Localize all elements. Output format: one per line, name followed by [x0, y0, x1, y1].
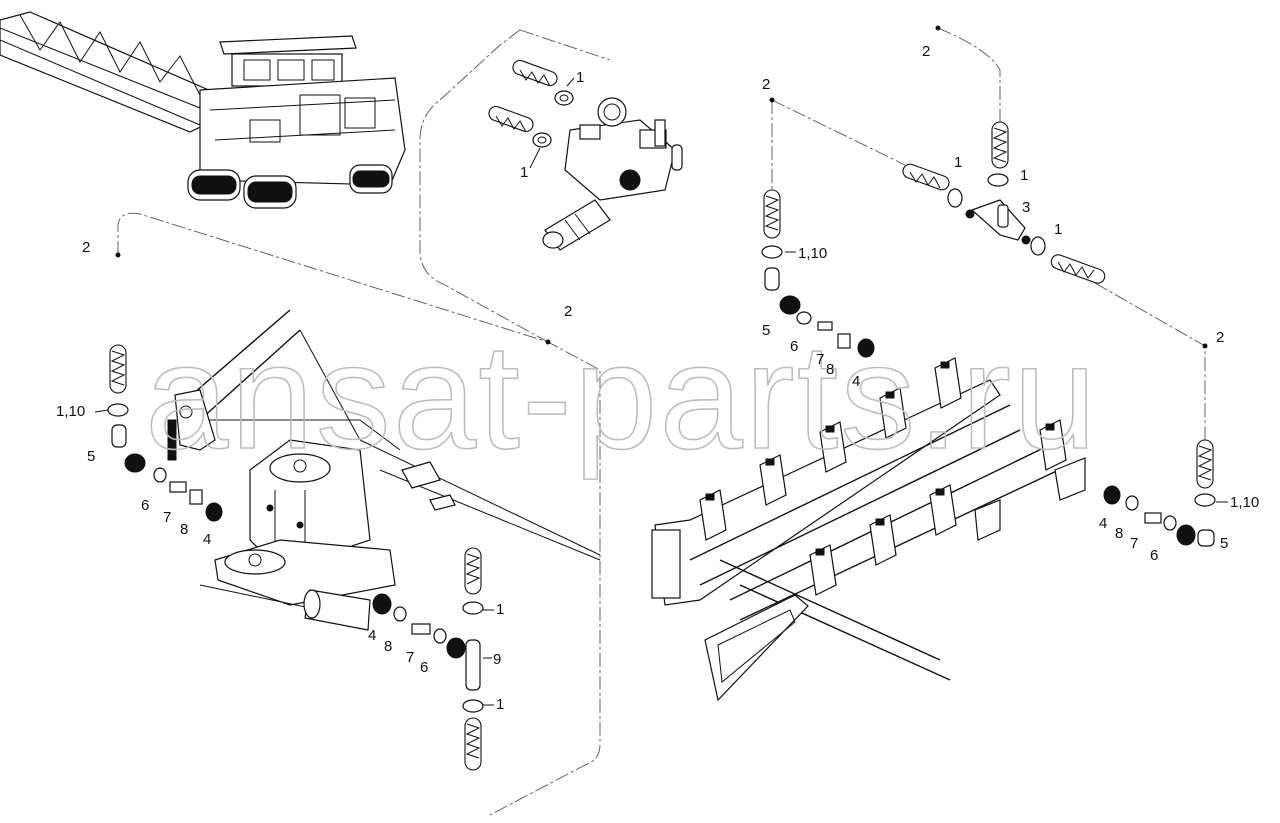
callout-label: 6 [420, 659, 428, 676]
boom-mount-assembly [107, 309, 601, 771]
callout-labels: 1 1 2 2 1 1 3 1 1,10 5 6 7 8 4 2 1,10 4 … [56, 43, 1259, 713]
callout-label: 7 [816, 351, 824, 368]
leader-points [115, 25, 1208, 349]
callout-label: 8 [1115, 525, 1123, 542]
callout-label: 6 [141, 497, 149, 514]
valve-assembly [488, 59, 683, 251]
mounting-bracket [167, 389, 216, 461]
lower-fitting-stack [372, 593, 481, 691]
callout-label: 1 [496, 696, 504, 713]
callout-label: 4 [852, 373, 860, 390]
support-column [249, 439, 371, 571]
left-fitting-stack [111, 424, 223, 522]
callout-label: 8 [180, 521, 188, 538]
leader-ticks [94, 77, 1228, 706]
filter-cartridge [542, 199, 611, 251]
spray-pipe [303, 439, 601, 631]
callout-label: 4 [1099, 515, 1107, 532]
callout-label: 1 [496, 601, 504, 618]
nozzle-holder [699, 489, 727, 541]
nozzle-holder [809, 544, 837, 596]
callout-label: 8 [826, 361, 834, 378]
hose-clamp [987, 173, 1009, 187]
callout-label: 4 [368, 627, 376, 644]
right-fitting-stack [1103, 485, 1215, 547]
track-front-left [187, 169, 241, 201]
hose-upper [512, 59, 558, 87]
callout-label: 2 [82, 239, 90, 256]
watermark-text: ansat-parts.ru [145, 312, 1098, 480]
hose-vertical-bottom-right [1196, 439, 1214, 489]
hose-vertical-left [763, 189, 781, 239]
left-fitting-stack [764, 267, 875, 358]
callout-label: 1 [1054, 221, 1062, 238]
callout-label: 1 [1020, 167, 1028, 184]
hose-clamp [1030, 236, 1046, 256]
nozzle-holder [879, 387, 907, 439]
hose-clamp-upper [554, 90, 574, 106]
nozzle-frame [651, 357, 1215, 702]
hose-clamp-lower [532, 132, 552, 148]
machine-overview [0, 11, 406, 209]
assembly-boundaries [117, 27, 1206, 816]
callout-label: 4 [203, 531, 211, 548]
hose-clamp [1194, 493, 1216, 507]
callout-label: 1 [954, 154, 962, 171]
hose-lower-vertical-top [464, 547, 482, 595]
callout-label: 6 [1150, 547, 1158, 564]
base-plate [199, 539, 396, 611]
tee-fitting [965, 199, 1031, 245]
callout-label: 1 [576, 69, 584, 86]
callout-label: 2 [922, 43, 930, 60]
callout-label: 5 [87, 448, 95, 465]
hose-lower-vertical-bottom [464, 717, 482, 771]
nozzle-holder [869, 514, 897, 566]
callout-label: 2 [762, 76, 770, 93]
callout-label: 5 [762, 322, 770, 339]
callout-label: 6 [790, 338, 798, 355]
callout-label: 2 [564, 303, 572, 320]
hose-clamp [107, 403, 129, 417]
callout-label: 1,10 [1230, 494, 1259, 511]
hose-diagonal-right [1050, 254, 1106, 284]
nozzle-holder [759, 454, 787, 506]
callout-label: 3 [1022, 199, 1030, 216]
nozzle-holder [1039, 419, 1067, 471]
hose-clamp [462, 601, 484, 615]
hose-diagonal-left [902, 163, 950, 191]
callout-label: 9 [493, 651, 501, 668]
callout-label: 1 [520, 164, 528, 181]
track-rear [349, 164, 393, 194]
nozzle-holder [934, 357, 962, 409]
callout-label: 5 [1220, 535, 1228, 552]
hose-left-vertical [109, 344, 127, 394]
callout-label: 1,10 [56, 403, 85, 420]
callout-label: 2 [1216, 329, 1224, 346]
callout-label: 7 [163, 509, 171, 526]
hose-clamp [462, 699, 484, 713]
callout-label: 7 [406, 649, 414, 666]
hose-clamp [947, 188, 963, 208]
callout-label: 7 [1130, 535, 1138, 552]
hose-clamp [761, 245, 783, 259]
track-front-right [243, 175, 297, 209]
callout-label: 8 [384, 638, 392, 655]
right-hose-route [761, 121, 1216, 507]
hose-vertical-top [991, 121, 1009, 169]
nozzle-holder [929, 484, 957, 536]
callout-label: 1,10 [798, 245, 827, 262]
nozzle-holder [819, 421, 847, 473]
hose-lower [488, 105, 534, 133]
